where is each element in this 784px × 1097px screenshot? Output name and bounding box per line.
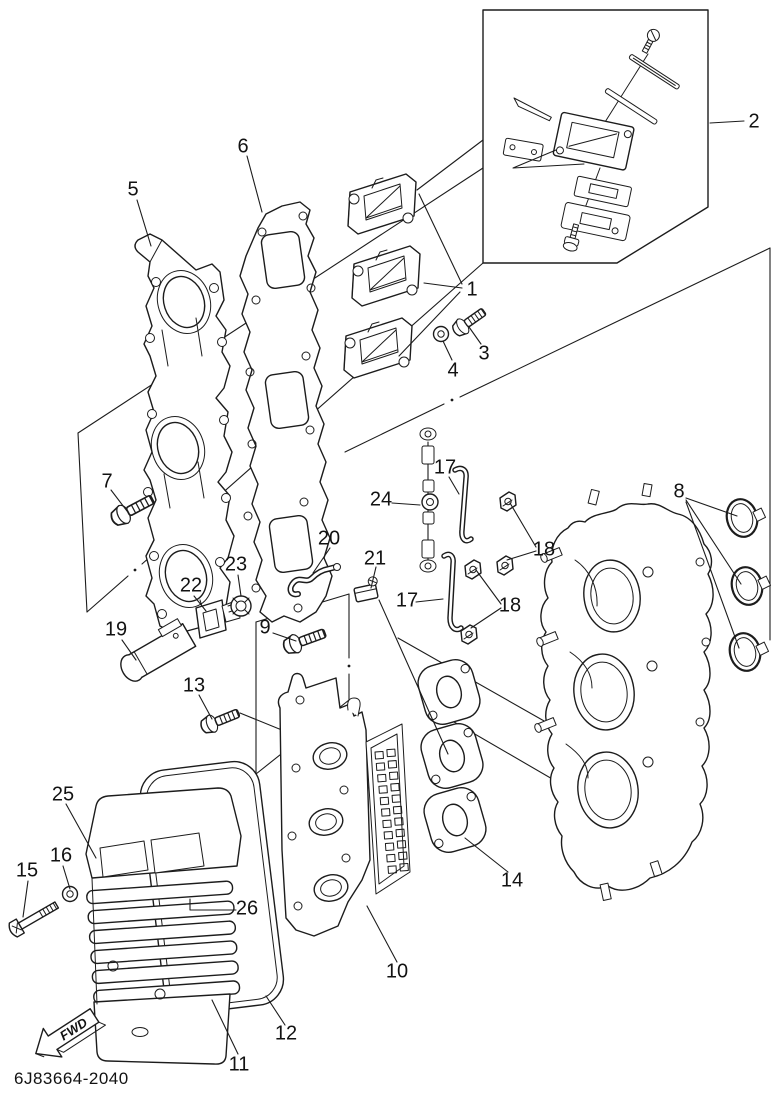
callout-9: 9 xyxy=(259,616,270,638)
reed-stopper-strip xyxy=(628,54,680,90)
reed-plate-lower xyxy=(560,202,631,242)
callout-4: 4 xyxy=(447,359,458,381)
callout-11: 11 xyxy=(229,1053,250,1075)
intake-manifold xyxy=(134,233,235,635)
callout-24: 24 xyxy=(370,488,392,510)
callout-15: 15 xyxy=(16,859,38,881)
reed-plate-small xyxy=(502,137,544,162)
callout-18-lower: 18 xyxy=(499,594,521,616)
reed-valve-assembly-bottom xyxy=(343,317,413,379)
intake-silencer-body xyxy=(277,672,411,937)
reed-plate-mid xyxy=(573,175,632,208)
callout-25: 25 xyxy=(52,783,74,805)
manifold-gasket xyxy=(239,201,333,623)
callout-17-lower: 17 xyxy=(396,589,418,611)
detail-screw-top xyxy=(641,28,660,54)
reed-valve-detail-box xyxy=(482,9,709,264)
reed-washer xyxy=(432,325,450,343)
leader-lines xyxy=(22,120,745,1055)
part-code: 6J83664-2040 xyxy=(14,1069,129,1088)
callout-1: 1 xyxy=(466,278,477,300)
callout-18-upper: 18 xyxy=(533,538,555,560)
callout-16: 16 xyxy=(50,844,72,866)
link-rod-lower xyxy=(441,551,464,633)
mount-bolt-13 xyxy=(197,703,243,737)
reed-valve-body-detail xyxy=(552,111,635,171)
hose-clamp xyxy=(353,576,379,603)
callout-10: 10 xyxy=(386,960,408,982)
carburetor-oring-1 xyxy=(721,492,771,542)
callout-2: 2 xyxy=(748,110,759,132)
grommet xyxy=(230,595,252,617)
callout-labels: 5 6 2 1 3 4 7 8 24 17 18 17 18 20 21 22 … xyxy=(16,110,760,1075)
callout-8: 8 xyxy=(673,480,684,502)
carburetor-assembly xyxy=(534,482,714,901)
reed-bolt xyxy=(448,303,490,340)
dowel-pin xyxy=(120,618,197,682)
mount-bolt-9 xyxy=(280,623,329,658)
cover-bolt xyxy=(8,901,60,938)
callout-13: 13 xyxy=(183,674,205,696)
fwd-arrow: FWD xyxy=(35,1008,106,1058)
callout-26: 26 xyxy=(236,897,258,919)
callout-7: 7 xyxy=(101,470,112,492)
reed-valve-assembly-middle xyxy=(351,245,421,307)
callout-5: 5 xyxy=(127,178,138,200)
callout-21: 21 xyxy=(364,547,386,569)
callout-20: 20 xyxy=(318,527,340,549)
silencer-cover xyxy=(85,787,242,1065)
link-joint-3 xyxy=(464,559,482,580)
reed-strip xyxy=(604,88,658,125)
detail-reference-line xyxy=(416,139,484,191)
carburetor-oring-3 xyxy=(724,626,774,676)
detail-screw-bottom xyxy=(562,223,580,252)
callout-3: 3 xyxy=(478,342,489,364)
callout-17-upper: 17 xyxy=(434,456,456,478)
reed-valve-assembly-top xyxy=(347,173,417,235)
callout-12: 12 xyxy=(275,1022,297,1044)
carburetor-oring-2 xyxy=(726,560,776,610)
breather-hose xyxy=(287,563,341,598)
intake-gasket xyxy=(417,659,487,853)
callout-23: 23 xyxy=(225,553,247,575)
callout-22: 22 xyxy=(180,574,202,596)
throttle-link-rod xyxy=(419,427,439,573)
reed-petal xyxy=(513,97,552,122)
callout-14: 14 xyxy=(501,869,523,891)
callout-6: 6 xyxy=(237,135,248,157)
link-rod-upper xyxy=(452,465,474,544)
callout-19: 19 xyxy=(105,618,127,640)
